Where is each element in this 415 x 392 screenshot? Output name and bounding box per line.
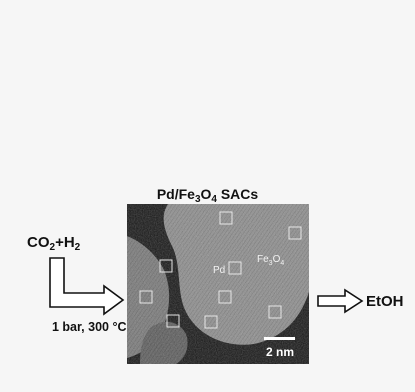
- single-atom-marker: [139, 290, 153, 304]
- single-atom-marker: [268, 305, 282, 319]
- single-atom-marker: [288, 226, 302, 240]
- product-label: EtOH: [366, 293, 404, 310]
- fe3o4-label: Fe3O4: [257, 254, 284, 267]
- single-atom-marker: [166, 314, 180, 328]
- reaction-conditions: 1 bar, 300 °C: [52, 320, 127, 334]
- scale-bar: [264, 337, 295, 340]
- single-atom-marker: [204, 315, 218, 329]
- reactants-label: CO2+H2: [27, 234, 81, 253]
- output-arrow: [317, 288, 364, 314]
- pd-label: Pd: [213, 265, 225, 276]
- catalyst-title: Pd/Fe3O4 SACs: [156, 186, 259, 205]
- scale-bar-label: 2 nm: [266, 345, 294, 359]
- single-atom-marker: [218, 290, 232, 304]
- single-atom-marker: [228, 261, 242, 275]
- input-arrow: [49, 257, 125, 316]
- single-atom-marker: [159, 259, 173, 273]
- single-atom-markers: [139, 211, 302, 329]
- single-atom-marker: [219, 211, 233, 225]
- tem-image: Pd Fe3O4 2 nm: [127, 204, 309, 364]
